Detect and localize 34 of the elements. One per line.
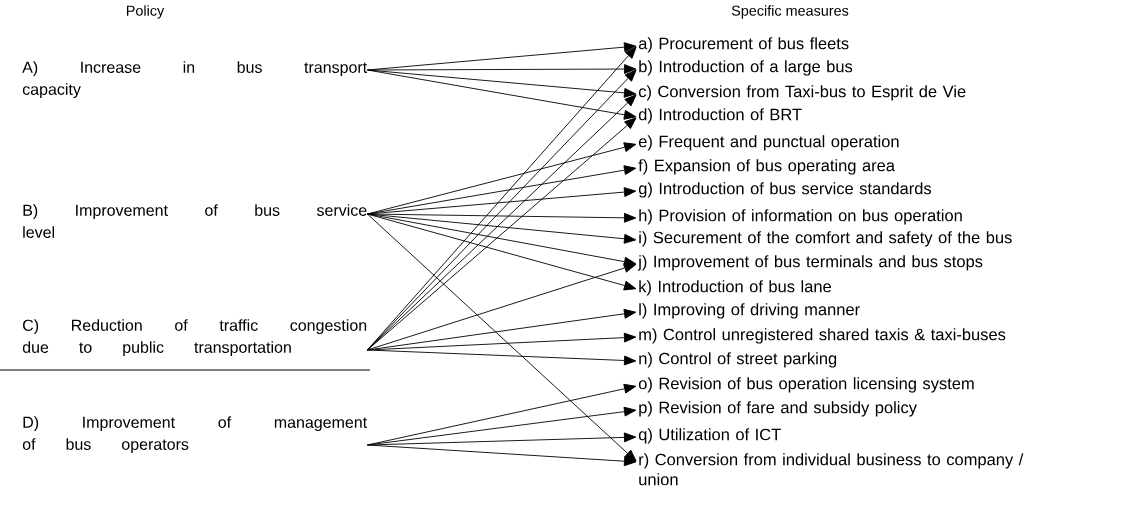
measure-text: o) Revision of bus operation licensing system bbox=[638, 377, 974, 393]
arrow bbox=[366, 64, 637, 74]
arrow bbox=[366, 444, 637, 467]
measure-text: g) Introduction of bus service standards bbox=[638, 182, 932, 198]
arrow bbox=[366, 213, 637, 291]
measure-text: h) Provision of information on bus operation bbox=[639, 209, 962, 225]
arrow bbox=[366, 213, 637, 267]
arrow bbox=[366, 213, 637, 244]
policy-text: B) Improvement of bus service level bbox=[23, 204, 367, 238]
measure-text: m) Control unregistered shared taxis & taxi-buses bbox=[639, 328, 1006, 344]
measure-text: e) Frequent and punctual operation bbox=[638, 135, 899, 151]
measure-text: k) Introduction of bus lane bbox=[639, 280, 831, 296]
measure-text: c) Conversion from Taxi-bus to Esprit de Vie bbox=[638, 85, 966, 101]
arrow bbox=[366, 69, 637, 98]
policy-text: D) Improvement of management of bus operators bbox=[22, 416, 368, 454]
measure-text: b) Introduction of a large bus bbox=[639, 60, 853, 76]
arrow bbox=[366, 349, 637, 366]
measure-text: f) Expansion of bus operating area bbox=[638, 159, 895, 175]
measure-text: n) Control of street parking bbox=[639, 352, 837, 368]
column-header: Policy bbox=[126, 5, 165, 19]
measure-text: i) Securement of the comfort and safety of the bus bbox=[639, 231, 1012, 247]
measure-text: d) Introduction of BRT bbox=[638, 108, 802, 124]
policy-text: C) Reduction of traffic congestion due to public transportation bbox=[22, 319, 367, 357]
measure-text: p) Revision of fare and subsidy policy bbox=[639, 401, 917, 417]
measure-text: a) Procurement of bus fleets bbox=[638, 37, 849, 53]
measure-text: j) Improvement of bus terminals and bus stops bbox=[637, 255, 983, 271]
arrow bbox=[366, 213, 637, 462]
arrow bbox=[366, 69, 637, 120]
column-header: Specific measures bbox=[731, 5, 849, 19]
measure-text: l) Improving of driving manner bbox=[639, 303, 860, 319]
policy-text: A) Increase in bus transport capacity bbox=[22, 61, 368, 99]
arrow bbox=[366, 212, 637, 223]
measure-text: q) Utilization of ICT bbox=[638, 428, 781, 444]
measure-text: r) Conversion from individual business to company / union bbox=[639, 453, 1024, 486]
